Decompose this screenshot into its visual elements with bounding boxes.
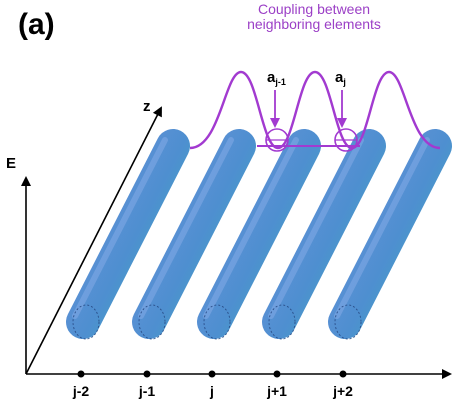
waveguide-highlight [203,137,299,319]
waveguide [66,129,190,339]
site-label: j [209,383,214,399]
panel-label: (a) [18,8,55,41]
waveguide-highlight [268,137,364,319]
waveguide-end-face [203,304,231,340]
site-marker [339,370,347,378]
propagation-axis-label: z [143,98,151,115]
waveguide [197,129,321,339]
waveguide [328,129,452,339]
waveguide-end-face [72,304,100,340]
propagation-axis [25,106,162,375]
site-label: j-2 [72,383,90,399]
coefficient-label-1: aj-1 [267,69,286,87]
site-label: j-1 [138,383,156,399]
waveguide-highlight [334,137,430,319]
coupling-annotation-line1: Coupling between [258,1,370,17]
site-markers: j-2 j-1 j j+1 j+2 [72,370,353,399]
waveguide-end-face [138,304,166,340]
site-marker [77,370,85,378]
site-label: j+2 [332,383,353,399]
waveguide-highlight [138,137,234,319]
site-marker [143,370,151,378]
site-marker [208,370,216,378]
site-marker [273,370,281,378]
waveguide-end-face [334,304,362,340]
waveguide [262,129,386,339]
waveguide-end-face [268,304,296,340]
coupling-annotation-line2: neighboring elements [247,16,381,32]
site-label: j+1 [266,383,287,399]
energy-axis-label: E [6,155,16,172]
coefficient-label-2: aj [335,69,346,87]
field-profile [189,70,441,150]
waveguide [132,129,256,339]
waveguide-group [66,129,452,340]
waveguide-highlight [72,137,168,319]
